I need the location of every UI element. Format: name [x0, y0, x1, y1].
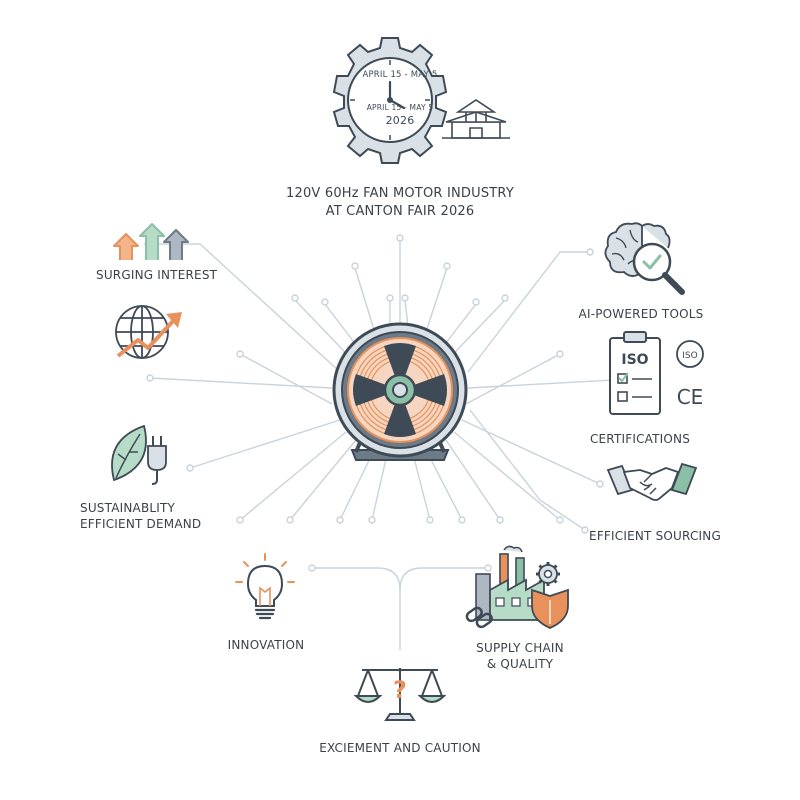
label-innovation: INNOVATION — [227, 638, 305, 652]
label-quality: & QUALITY — [486, 657, 554, 671]
label-ai-powered-tools: AI-POWERED TOOLS — [578, 307, 704, 321]
globe-trend-icon — [115, 305, 182, 359]
label-certifications: CERTIFICATIONS — [589, 432, 691, 446]
factory-supply-chain-icon — [465, 545, 569, 629]
lightbulb-icon — [235, 553, 295, 620]
label-efficient-sourcing: EFFICIENT SOURCING — [589, 529, 721, 543]
label-supply-chain: SUPPLY CHAIN — [476, 641, 564, 655]
clock-date-top: APRIL 15 - MAY 5 — [362, 70, 438, 80]
certification-checklist-icon: ISO ISO CE — [609, 331, 704, 415]
label-excitement-caution: EXCIEMENT AND CAUTION — [319, 741, 481, 755]
fan-motor-icon — [332, 322, 468, 461]
clock-year: 2026 — [385, 114, 415, 127]
ce-mark-text: CE — [677, 385, 704, 409]
leaf-plug-icon — [111, 424, 167, 485]
iso-circle-text: ISO — [682, 351, 697, 361]
arrows-up-icon — [113, 223, 189, 260]
label-efficient-demand: EFFICIENT DEMAND — [80, 517, 202, 531]
brain-magnifier-icon — [604, 222, 685, 295]
title-line-2: AT CANTON FAIR 2026 — [325, 204, 475, 219]
balance-scale-icon: ? — [354, 668, 446, 721]
svg-text:?: ? — [393, 676, 407, 704]
title-line-1: 120V 60Hz FAN MOTOR INDUSTRY — [286, 186, 514, 201]
handshake-icon — [606, 462, 698, 501]
iso-box-text: ISO — [621, 352, 648, 368]
clock-date-mid: APRIL 15 - MAY 5 — [366, 103, 434, 112]
clock-gear-icon — [332, 37, 510, 164]
label-sustainability: SUSTAINABLITY — [80, 501, 176, 515]
label-surging-interest: SURGING INTEREST — [96, 268, 218, 282]
